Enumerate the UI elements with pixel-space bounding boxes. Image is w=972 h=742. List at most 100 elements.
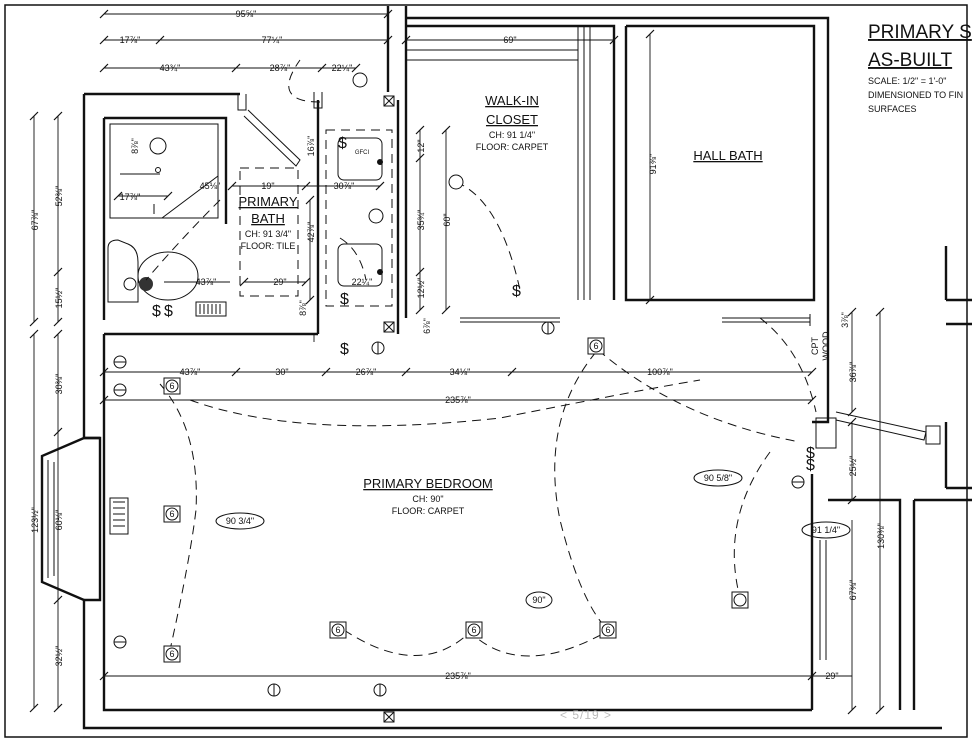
flush-icon xyxy=(139,277,153,291)
svg-text:15½": 15½" xyxy=(54,288,64,309)
svg-text:77¼": 77¼" xyxy=(262,35,283,45)
svg-text:6: 6 xyxy=(169,649,174,659)
svg-text:DIMENSIONED TO FIN: DIMENSIONED TO FIN xyxy=(868,90,963,100)
svg-text:25½": 25½" xyxy=(848,456,858,477)
switch-icon: $ xyxy=(512,283,521,300)
svg-text:90": 90" xyxy=(532,595,545,605)
wall-light-icon xyxy=(352,72,368,88)
heater-grille-icon xyxy=(195,301,227,317)
svg-text:29": 29" xyxy=(273,277,286,287)
drawing-border xyxy=(4,4,968,738)
svg-text:6: 6 xyxy=(471,625,476,635)
switches: $ $ $ $ $ $ $ $ xyxy=(152,135,815,474)
outlet-icon xyxy=(373,683,387,697)
svg-text:60": 60" xyxy=(442,213,452,226)
svg-text:91 1/4": 91 1/4" xyxy=(812,525,840,535)
switch-icon: $ xyxy=(340,291,349,308)
ceiling-height-callout xyxy=(215,512,265,530)
light-fixture-icon: 6 xyxy=(465,621,483,639)
svg-text:CH: 90": CH: 90" xyxy=(412,494,443,504)
light-fixture-icon: 6 xyxy=(599,621,617,639)
svg-text:30⅞": 30⅞" xyxy=(334,181,355,191)
svg-text:CH: 91 1/4": CH: 91 1/4" xyxy=(489,130,535,140)
svg-text:HALL BATH: HALL BATH xyxy=(693,148,762,163)
light-fixture-icon: 6 xyxy=(587,337,605,355)
walls xyxy=(4,4,972,738)
svg-text:6: 6 xyxy=(335,625,340,635)
svg-text:35¾": 35¾" xyxy=(416,210,426,231)
svg-text:43⅞": 43⅞" xyxy=(196,277,217,287)
drawing-title: PRIMARY S xyxy=(868,22,972,43)
svg-text:6: 6 xyxy=(169,381,174,391)
svg-text:CLOSET: CLOSET xyxy=(486,112,538,127)
svg-text:45⅛": 45⅛" xyxy=(200,181,221,191)
svg-text:67⅜": 67⅜" xyxy=(848,580,858,601)
svg-text:19": 19" xyxy=(261,181,274,191)
room-label-primary-bedroom: PRIMARY BEDROOM CH: 90" FLOOR: CARPET xyxy=(363,476,493,516)
svg-text:6: 6 xyxy=(605,625,610,635)
svg-text:PRIMARY BEDROOM: PRIMARY BEDROOM xyxy=(363,476,493,491)
svg-text:WOOD: WOOD xyxy=(821,331,831,360)
room-label-walkin-closet: WALK-IN CLOSET CH: 91 1/4" FLOOR: CARPET xyxy=(476,93,549,152)
svg-text:123½": 123½" xyxy=(30,507,40,533)
svg-text:GFCI: GFCI xyxy=(355,150,370,156)
svg-text:130⅜": 130⅜" xyxy=(876,523,886,549)
svg-text:12½": 12½" xyxy=(416,278,426,299)
svg-text:6: 6 xyxy=(593,341,598,351)
svg-text:22¼": 22¼" xyxy=(352,277,373,287)
wall-light-icon xyxy=(448,174,464,190)
outlet-icon xyxy=(541,321,555,335)
svg-text:8⅞": 8⅞" xyxy=(130,138,140,154)
junction-box-icon xyxy=(383,321,395,333)
svg-text:22¼": 22¼" xyxy=(332,63,353,73)
svg-text:3⅞": 3⅞" xyxy=(840,312,850,328)
page-indicator[interactable]: < 5/19 > xyxy=(560,708,613,722)
svg-text:67⅞": 67⅞" xyxy=(30,210,40,231)
light-fixture-icon: 6 xyxy=(163,645,181,663)
switch-icon: $ xyxy=(806,445,815,462)
vanity xyxy=(325,129,393,307)
svg-text:6⅞": 6⅞" xyxy=(422,318,432,334)
light-fixture-icon xyxy=(731,591,749,609)
svg-text:30⅜": 30⅜" xyxy=(54,374,64,395)
sink-lower-icon xyxy=(337,243,383,287)
dimension-text: 95⅝" 17⅞" 77¼" 43¾" 28⅞" 22¼" 69" 67⅞" 5… xyxy=(30,9,886,681)
title-block: PRIMARY S AS-BUILT SCALE: 1/2" = 1'-0" D… xyxy=(868,22,972,114)
svg-text:36⅞": 36⅞" xyxy=(848,362,858,383)
outlet-icon xyxy=(371,341,385,355)
switch-icon: $ xyxy=(340,341,349,358)
floor-register-icon xyxy=(109,497,129,535)
wall-light-icon xyxy=(368,208,384,224)
ceiling-height-callout xyxy=(693,469,743,487)
svg-text:235⅞": 235⅞" xyxy=(445,395,471,405)
svg-text:SURFACES: SURFACES xyxy=(868,104,917,114)
outlet-icon xyxy=(113,383,127,397)
svg-text:43¾": 43¾" xyxy=(160,63,181,73)
sink-upper-icon xyxy=(337,137,383,181)
svg-text:16⅞": 16⅞" xyxy=(306,136,316,157)
svg-text:91⅜": 91⅜" xyxy=(648,154,658,175)
svg-text:28⅞": 28⅞" xyxy=(270,63,291,73)
light-fixture-icon: 6 xyxy=(163,377,181,395)
switch-icon: $ xyxy=(806,457,815,474)
switch-icon: $ xyxy=(152,303,161,320)
svg-text:FLOOR: TILE: FLOOR: TILE xyxy=(241,241,296,251)
outlet-icon xyxy=(791,475,805,489)
switch-icon: $ xyxy=(164,303,173,320)
svg-text:12": 12" xyxy=(416,139,426,152)
toilet-tank xyxy=(107,239,139,303)
svg-text:WALK-IN: WALK-IN xyxy=(485,93,539,108)
dimension-lines xyxy=(29,9,885,715)
svg-text:29": 29" xyxy=(825,671,838,681)
outlet-icon xyxy=(267,683,281,697)
svg-text:52⅜": 52⅜" xyxy=(54,186,64,207)
svg-text:17⅞": 17⅞" xyxy=(120,35,141,45)
svg-text:8⅞": 8⅞" xyxy=(298,300,308,316)
junction-box-icon xyxy=(383,95,395,107)
fixtures xyxy=(107,109,827,660)
switch-icon: $ xyxy=(338,135,347,152)
svg-text:30": 30" xyxy=(275,367,288,377)
svg-text:6: 6 xyxy=(169,509,174,519)
outlet-icon xyxy=(123,277,137,291)
